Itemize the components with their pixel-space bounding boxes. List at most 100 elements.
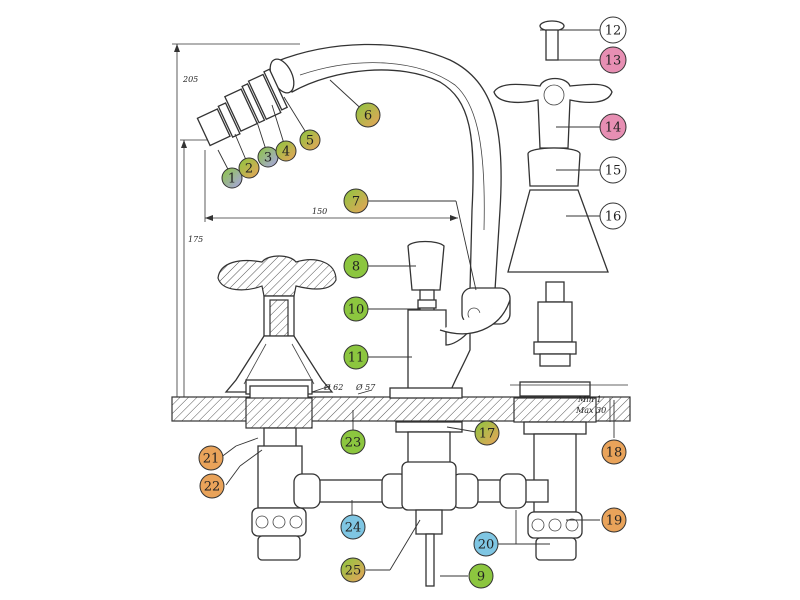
callout-19: 19 [601, 507, 627, 533]
callout-7: 7 [343, 188, 369, 214]
dim-175-label: 175 [188, 235, 203, 244]
callout-circle-23 [340, 429, 366, 455]
callout-circle-4 [275, 140, 297, 162]
callout-circle-2 [238, 157, 260, 179]
callout-2: 2 [238, 157, 260, 179]
callout-label-14: 14 [605, 121, 622, 136]
callout-circle-17 [474, 420, 500, 446]
callout-label-11: 11 [348, 351, 365, 366]
callout-23: 23 [340, 429, 366, 455]
right-handle-screw [539, 20, 565, 61]
dim-57-label: Ø 57 [355, 383, 376, 392]
right-cap [527, 147, 581, 187]
callout-label-12: 12 [605, 24, 622, 39]
callout-circle-7 [343, 188, 369, 214]
callout-circle-16 [599, 202, 627, 230]
callout-circle-20 [473, 531, 499, 557]
callout-label-3: 3 [264, 151, 272, 166]
callout-label-1: 1 [228, 172, 236, 187]
callout-circle-25 [340, 557, 366, 583]
left-valve-shank [245, 385, 313, 561]
aerator-assembly [196, 68, 289, 147]
callout-circle-22 [199, 473, 225, 499]
callout-label-25: 25 [345, 564, 362, 579]
callout-6: 6 [355, 102, 381, 128]
callout-10: 10 [343, 296, 369, 322]
callout-label-6: 6 [364, 109, 372, 124]
callout-11: 11 [343, 344, 369, 370]
callout-circle-12 [599, 16, 627, 44]
callout-13: 13 [599, 46, 627, 74]
callout-circle-8 [343, 253, 369, 279]
right-handle [493, 77, 613, 149]
callout-12: 12 [599, 16, 627, 44]
callout-20: 20 [473, 531, 499, 557]
callout-label-2: 2 [245, 162, 253, 177]
right-bell-cover [507, 189, 609, 273]
callout-label-5: 5 [306, 134, 314, 149]
callout-label-22: 22 [204, 480, 221, 495]
callout-circle-24 [340, 514, 366, 540]
callout-label-8: 8 [352, 260, 360, 275]
callout-22: 22 [199, 473, 225, 499]
flange-dimensions: Ø 62 Ø 57 [311, 383, 376, 395]
pop-up-rod [415, 509, 443, 587]
callout-label-23: 23 [345, 436, 362, 451]
callout-label-20: 20 [478, 538, 495, 553]
callout-label-24: 24 [345, 521, 362, 536]
callout-label-9: 9 [477, 570, 485, 585]
left-valve-cover [224, 335, 334, 395]
callout-label-17: 17 [479, 427, 496, 442]
callout-14: 14 [599, 113, 627, 141]
connecting-pipes [293, 461, 549, 511]
callout-circle-1 [221, 167, 243, 189]
right-cartridge [533, 281, 577, 367]
callout-25: 25 [340, 557, 366, 583]
dim-205-label: 205 [182, 75, 198, 84]
dimension-150: 150 [204, 150, 458, 222]
spout [269, 43, 502, 291]
callout-4: 4 [275, 140, 297, 162]
max-label: Max 30 [575, 406, 606, 415]
mixer-body [407, 299, 511, 399]
callout-circle-9 [468, 563, 494, 589]
callout-circle-18 [601, 439, 627, 465]
callout-8: 8 [343, 253, 369, 279]
pop-up-knob [407, 240, 445, 315]
min-max-dimension: Min 1 Max 30 [510, 384, 628, 422]
callout-circle-5 [299, 129, 321, 151]
left-handle [217, 255, 337, 337]
callout-label-15: 15 [605, 164, 622, 179]
dim-150-label: 150 [312, 207, 327, 216]
callout-17: 17 [474, 420, 500, 446]
callout-18: 18 [601, 439, 627, 465]
callout-circle-13 [599, 46, 627, 74]
callout-label-13: 13 [605, 54, 622, 69]
callout-15: 15 [599, 156, 627, 184]
callout-circle-14 [599, 113, 627, 141]
dimension-205: 205 [172, 43, 300, 398]
dim-62-label: Ø 62 [323, 383, 343, 392]
callout-label-7: 7 [352, 195, 360, 210]
callout-circle-21 [198, 445, 224, 471]
callout-21: 21 [198, 445, 224, 471]
callout-label-10: 10 [348, 303, 365, 318]
callout-circle-19 [601, 507, 627, 533]
callout-16: 16 [599, 202, 627, 230]
callout-label-18: 18 [606, 446, 623, 461]
dimension-175: 175 [180, 139, 210, 398]
callout-label-4: 4 [282, 145, 290, 160]
callout-9: 9 [468, 563, 494, 589]
callout-circle-10 [343, 296, 369, 322]
leader-lines [217, 29, 615, 577]
callout-circle-15 [599, 156, 627, 184]
min-label: Min 1 [577, 395, 602, 404]
callout-label-19: 19 [606, 514, 623, 529]
callout-5: 5 [299, 129, 321, 151]
callout-circle-6 [355, 102, 381, 128]
central-flange [389, 387, 463, 467]
callout-label-16: 16 [605, 210, 622, 225]
callout-1: 1 [221, 167, 243, 189]
